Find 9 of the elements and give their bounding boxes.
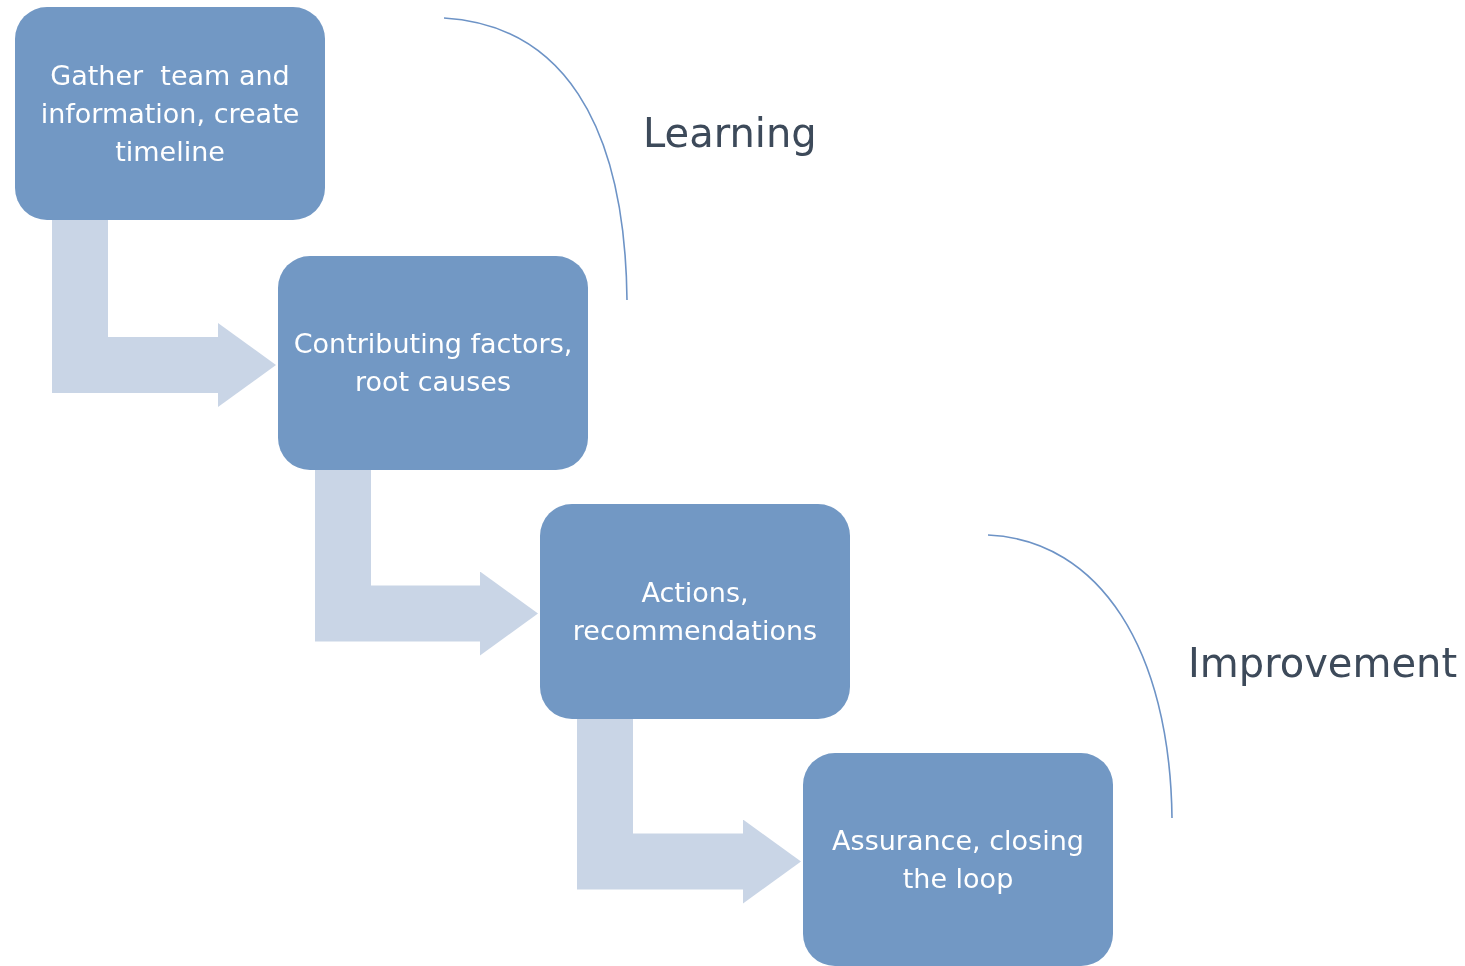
process-box: Gather team and information, create timeline — [15, 7, 325, 220]
bent-arrow — [315, 470, 538, 656]
process-box: Assurance, closing the loop — [803, 753, 1113, 966]
process-box: Contributing factors, root causes — [278, 256, 588, 470]
process-box: Actions, recommendations — [540, 504, 850, 719]
phase-label: Improvement — [1188, 640, 1458, 686]
phase-label: Learning — [643, 110, 817, 156]
bent-arrow — [52, 220, 276, 407]
bent-arrow — [577, 719, 801, 904]
